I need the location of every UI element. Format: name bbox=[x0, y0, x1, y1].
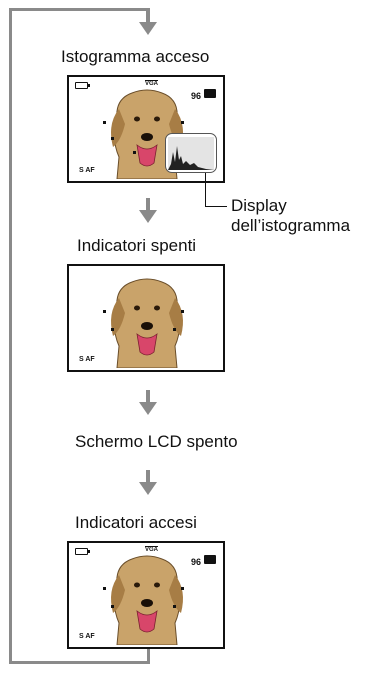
callout-label-line1: Display bbox=[231, 196, 287, 215]
focus-frame-dot bbox=[133, 151, 136, 154]
resolution-indicator: VGA bbox=[145, 80, 159, 87]
loop-line-top bbox=[9, 8, 150, 11]
dog-photo bbox=[111, 555, 183, 645]
flow-arrow-icon bbox=[139, 10, 157, 35]
flow-arrow-icon bbox=[139, 470, 157, 495]
focus-frame-dot bbox=[103, 587, 106, 590]
focus-frame-dot bbox=[111, 605, 114, 608]
focus-frame-dot bbox=[111, 328, 114, 331]
focus-frame-dot bbox=[103, 310, 106, 313]
resolution-indicator: VGA bbox=[145, 546, 159, 553]
focus-mode-indicator: S AF bbox=[79, 633, 95, 640]
camera-mode-icon bbox=[204, 89, 216, 98]
focus-frame-dot bbox=[181, 587, 184, 590]
flow-arrow-icon bbox=[139, 390, 157, 415]
camera-mode-icon bbox=[204, 555, 216, 564]
shots-remaining: 96 bbox=[190, 91, 201, 101]
state-label-lcd-off: Schermo LCD spento bbox=[75, 432, 238, 451]
lcd-screen-indicators-off: S AF bbox=[67, 264, 225, 372]
lcd-screen-histogram-on: VGA 96 S AF bbox=[67, 75, 225, 183]
lcd-screen-indicators-on: VGA 96 S AF bbox=[67, 541, 225, 649]
battery-icon bbox=[75, 82, 90, 89]
focus-mode-indicator: S AF bbox=[79, 356, 95, 363]
focus-frame-dot bbox=[111, 137, 114, 140]
battery-icon bbox=[75, 548, 90, 555]
callout-line-vertical bbox=[205, 173, 206, 207]
focus-frame-dot bbox=[181, 310, 184, 313]
loop-line-bottom-stub bbox=[147, 634, 150, 664]
flow-arrow-icon bbox=[139, 198, 157, 223]
focus-frame-dot bbox=[173, 605, 176, 608]
callout-label-line2: dell’istogramma bbox=[231, 216, 351, 235]
focus-frame-dot bbox=[103, 121, 106, 124]
shots-remaining: 96 bbox=[190, 557, 201, 567]
loop-line-bottom bbox=[9, 661, 150, 664]
dog-photo bbox=[111, 278, 183, 368]
state-label-histogram-on: Istogramma acceso bbox=[61, 47, 210, 66]
focus-frame-dot bbox=[181, 121, 184, 124]
focus-mode-indicator: S AF bbox=[79, 167, 95, 174]
state-label-indicators-off: Indicatori spenti bbox=[77, 236, 197, 255]
loop-line-left bbox=[9, 8, 12, 664]
focus-frame-dot bbox=[173, 328, 176, 331]
state-label-indicators-on: Indicatori accesi bbox=[75, 513, 197, 532]
callout-line-horizontal bbox=[205, 206, 227, 207]
histogram-display bbox=[165, 133, 217, 173]
